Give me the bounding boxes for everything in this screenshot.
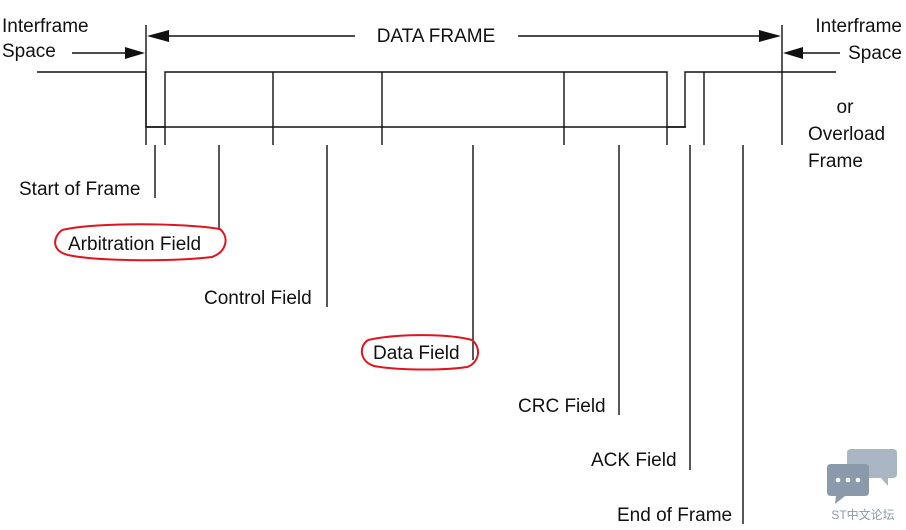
left-pointer-arrowhead bbox=[125, 47, 145, 59]
field-labels: Start of Frame Arbitration Field Control… bbox=[19, 179, 732, 526]
data-frame-title: DATA FRAME bbox=[377, 26, 496, 47]
label-end-of-frame: End of Frame bbox=[617, 505, 732, 526]
label-control-field: Control Field bbox=[204, 288, 312, 309]
right-pointer-arrowhead bbox=[783, 47, 803, 59]
label-arbitration-field: Arbitration Field bbox=[68, 234, 201, 255]
highlight-marks bbox=[54, 223, 479, 371]
right-label-line-2: Space bbox=[848, 43, 902, 64]
left-label-line-1: Interframe bbox=[2, 16, 89, 37]
right-interframe-space: Interframe Space or Overload Frame bbox=[783, 16, 902, 172]
left-interframe-space: Interframe Space bbox=[2, 16, 145, 62]
signal-waveform bbox=[37, 71, 836, 128]
label-crc-field: CRC Field bbox=[518, 396, 606, 417]
span-arrowhead-right bbox=[759, 30, 781, 42]
field-leaders bbox=[154, 145, 744, 524]
field-dividers bbox=[145, 25, 783, 145]
right-label-line-4: Overload bbox=[808, 124, 885, 145]
label-data-field: Data Field bbox=[373, 343, 460, 364]
label-ack-field: ACK Field bbox=[591, 450, 677, 471]
label-start-of-frame: Start of Frame bbox=[19, 179, 140, 200]
span-arrowhead-left bbox=[147, 30, 169, 42]
highlight-arbitration-field bbox=[54, 223, 227, 262]
right-label-line-5: Frame bbox=[808, 151, 863, 172]
right-label-line-1: Interframe bbox=[815, 16, 902, 37]
data-frame-span: DATA FRAME bbox=[147, 26, 781, 47]
chat-bubbles-icon bbox=[827, 449, 897, 504]
watermark: ST中文论坛 bbox=[827, 449, 897, 522]
left-label-line-2: Space bbox=[2, 41, 56, 62]
highlight-data-field bbox=[360, 334, 479, 371]
right-label-line-3: or bbox=[837, 97, 855, 118]
watermark-text: ST中文论坛 bbox=[831, 507, 894, 522]
waveform-path bbox=[37, 71, 836, 128]
